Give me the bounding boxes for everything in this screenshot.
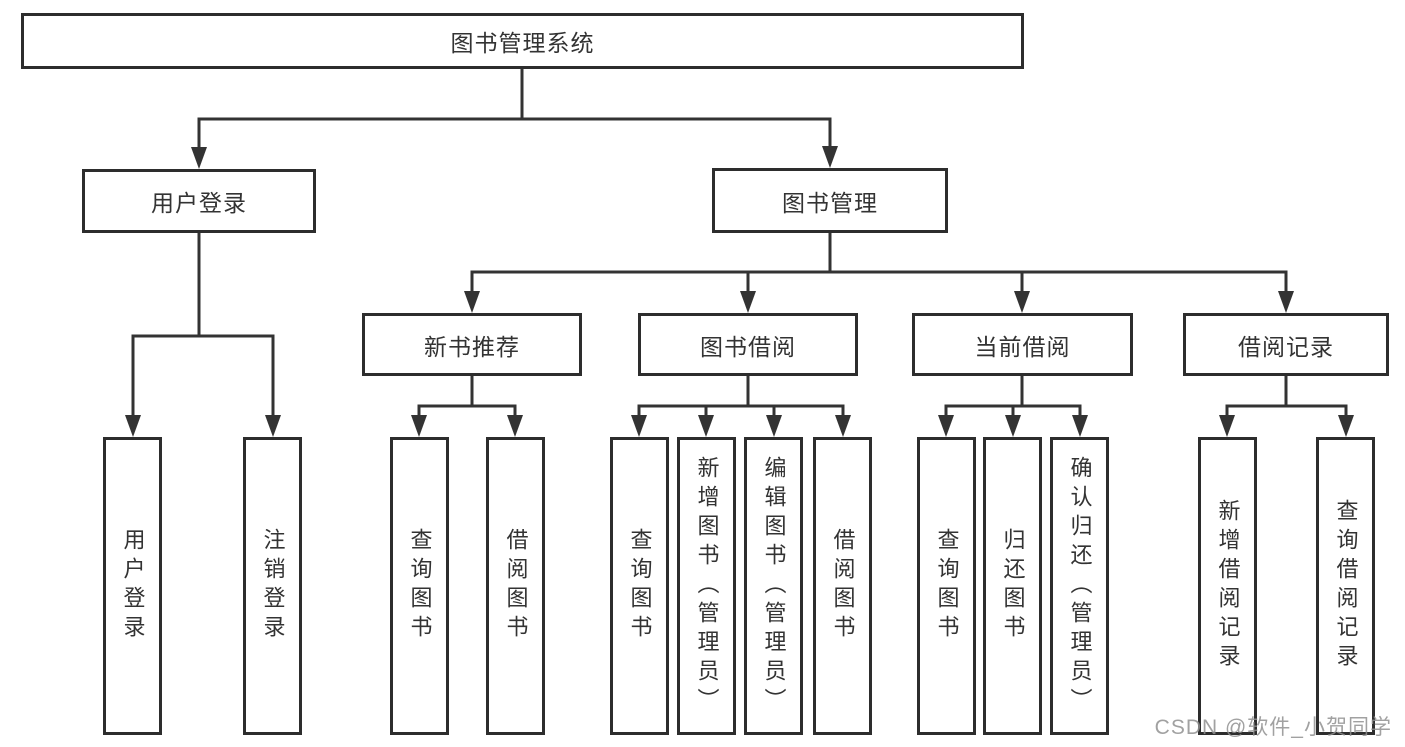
leaf-borrow-books-recommend: 借阅图书	[486, 437, 545, 735]
leaf-user-login: 用户登录	[103, 437, 162, 735]
leaf-logout: 注销登录	[243, 437, 302, 735]
connector-root-bar	[197, 117, 832, 147]
leaf-return-books: 归还图书	[983, 437, 1042, 735]
node-new-book-recommend: 新书推荐	[362, 313, 582, 376]
node-user-login: 用户登录	[82, 169, 316, 233]
leaf-borrow-books: 借阅图书	[813, 437, 872, 735]
node-root: 图书管理系统	[21, 13, 1024, 69]
connector-bookmgmt-bar	[470, 270, 1288, 291]
leaf-edit-book-admin: 编辑图书（管理员）	[744, 437, 803, 735]
arrowheads	[125, 146, 1354, 437]
connector-records-bar	[1225, 404, 1348, 415]
node-borrow-records: 借阅记录	[1183, 313, 1389, 376]
leaf-query-books-borrow: 查询图书	[610, 437, 669, 735]
connector-borrow-bar	[637, 404, 845, 415]
connector-newbooks-bar	[417, 404, 517, 415]
leaf-confirm-return-admin: 确认归还（管理员）	[1050, 437, 1109, 735]
leaf-add-book-admin: 新增图书（管理员）	[677, 437, 736, 735]
leaf-query-books-current: 查询图书	[917, 437, 976, 735]
csdn-watermark: CSDN @软件_小贺同学	[1154, 716, 1392, 739]
node-book-borrow: 图书借阅	[638, 313, 858, 376]
node-book-management: 图书管理	[712, 168, 948, 233]
node-current-borrow: 当前借阅	[912, 313, 1133, 376]
leaf-add-borrow-record: 新增借阅记录	[1198, 437, 1257, 735]
connector-userlogin-bar	[131, 334, 275, 415]
leaf-query-books-recommend: 查询图书	[390, 437, 449, 735]
leaf-query-borrow-record: 查询借阅记录	[1316, 437, 1375, 735]
